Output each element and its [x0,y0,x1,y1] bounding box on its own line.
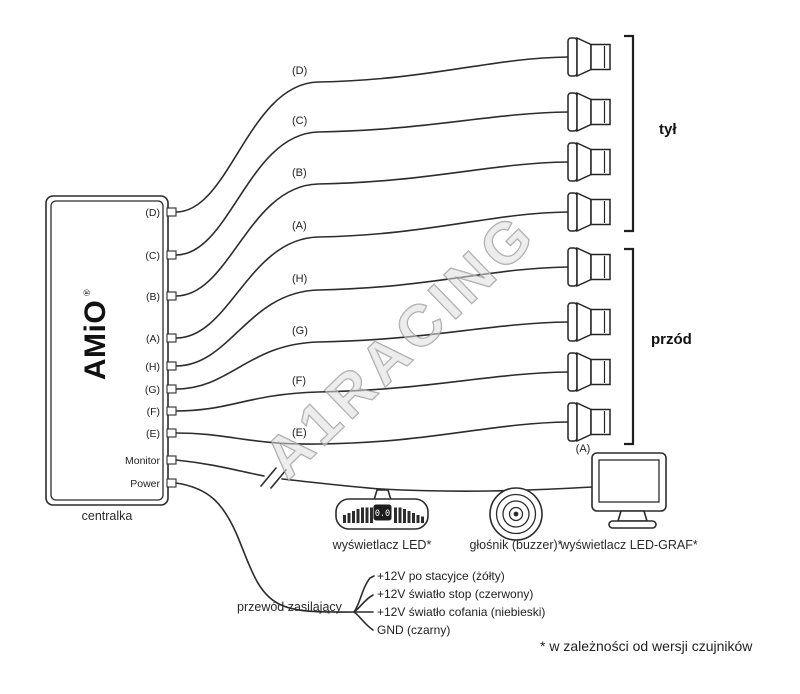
watermark-text: A1RACING [252,200,550,491]
wire-label-d: (D) [292,65,307,77]
port-label-h: (H) [145,361,160,373]
monitor-wire-segment-1 [175,459,265,477]
brand-logo-registered-mark: ® [82,289,92,296]
port-label-power: Power [130,478,160,490]
wire-d [175,56,569,213]
control-unit-connectors [166,207,177,488]
rear-group-label: tył [659,121,677,138]
control-unit-caption: centralka [82,509,133,523]
led-graf-display: wyświetlacz LED-GRAF* [559,452,698,552]
port-label-c: (C) [145,250,160,262]
power-branch-2 [353,594,374,613]
wire-label-b: (B) [292,167,307,179]
wire-f [175,371,569,412]
led-graf-label: wyświetlacz LED-GRAF* [559,538,698,552]
front-group-label: przód [651,331,692,348]
led-display-screen [373,504,392,521]
sensor-3 [567,142,611,182]
port-label-e: (E) [146,428,160,440]
sensor-4 [567,192,611,232]
port-label-b: (B) [146,291,160,303]
sensor-2 [567,92,611,132]
buzzer-label: głośnik (buzzer)* [469,538,562,552]
sensor-1 [567,37,611,77]
power-wire-label-2: +12V światło stop (czerwony) [377,587,533,601]
power-wire-label-4: GND (czarny) [377,623,450,637]
wire-h [175,266,569,367]
wire-e [175,421,569,445]
led-display-value: 0.0 [375,509,390,519]
led-graf-stand [616,510,649,522]
led-graf-screen [598,459,660,503]
control-unit-body [45,195,169,506]
port-label-f: (F) [147,406,160,418]
power-wiring: przewód zasilający +12V po stacyjce (żół… [175,482,545,637]
port-label-g: (G) [145,384,160,396]
power-wire-label-3: +12V światło cofania (niebieski) [377,605,545,619]
front-bracket [624,247,635,446]
sensor-7 [567,352,611,392]
power-branch-1 [353,575,375,613]
power-cable-label: przewód zasilający [237,600,343,614]
bottom-sensor-label: (A) [576,443,591,455]
group-brackets: tył przód [624,34,692,446]
brand-logo: AMiO [79,300,112,380]
sensor-5 [567,247,611,287]
led-display-label: wyświetlacz LED* [332,538,432,552]
wire-label-e: (E) [292,427,307,439]
wire-label-f: (F) [292,375,306,387]
wire-labels: (D) (C) (B) (A) (H) (G) (F) (E) [292,65,308,439]
led-display: 0.0 wyświetlacz LED* [332,489,432,552]
wire-b [175,161,569,297]
wire-a [175,211,569,339]
cable-break-icon [260,467,287,489]
wire-label-g: (G) [292,325,308,337]
sensor-6 [567,302,611,342]
wire-label-a: (A) [292,220,307,232]
sensors: (A) [567,37,611,455]
led-display-right-bars [394,507,424,523]
monitor-wire-segment-2 [281,478,593,492]
port-label-a: (A) [146,333,160,345]
control-unit-port-labels: (D) (C) (B) (A) (H) (G) (F) (E) Monitor … [125,207,161,490]
wire-label-c: (C) [292,115,307,127]
sensor-8 [567,402,611,442]
port-label-d: (D) [145,207,160,219]
control-unit-inner-frame [50,200,164,501]
led-graf-base [608,520,657,529]
control-unit: (D) (C) (B) (A) (H) (G) (F) (E) Monitor … [45,195,177,523]
rear-bracket [624,34,635,233]
port-label-monitor: Monitor [125,455,161,467]
footnote: * w zależności od wersji czujników [540,638,753,654]
power-wire-label-1: +12V po stacyjce (żółty) [377,569,505,583]
power-branch-4 [353,611,374,631]
wire-label-h: (H) [292,273,307,285]
power-cable [175,482,355,613]
sensor-wires [175,56,569,445]
wire-g [175,321,569,390]
led-display-left-bars [343,507,373,523]
buzzer: głośnik (buzzer)* [469,487,563,552]
wire-c [175,111,569,256]
